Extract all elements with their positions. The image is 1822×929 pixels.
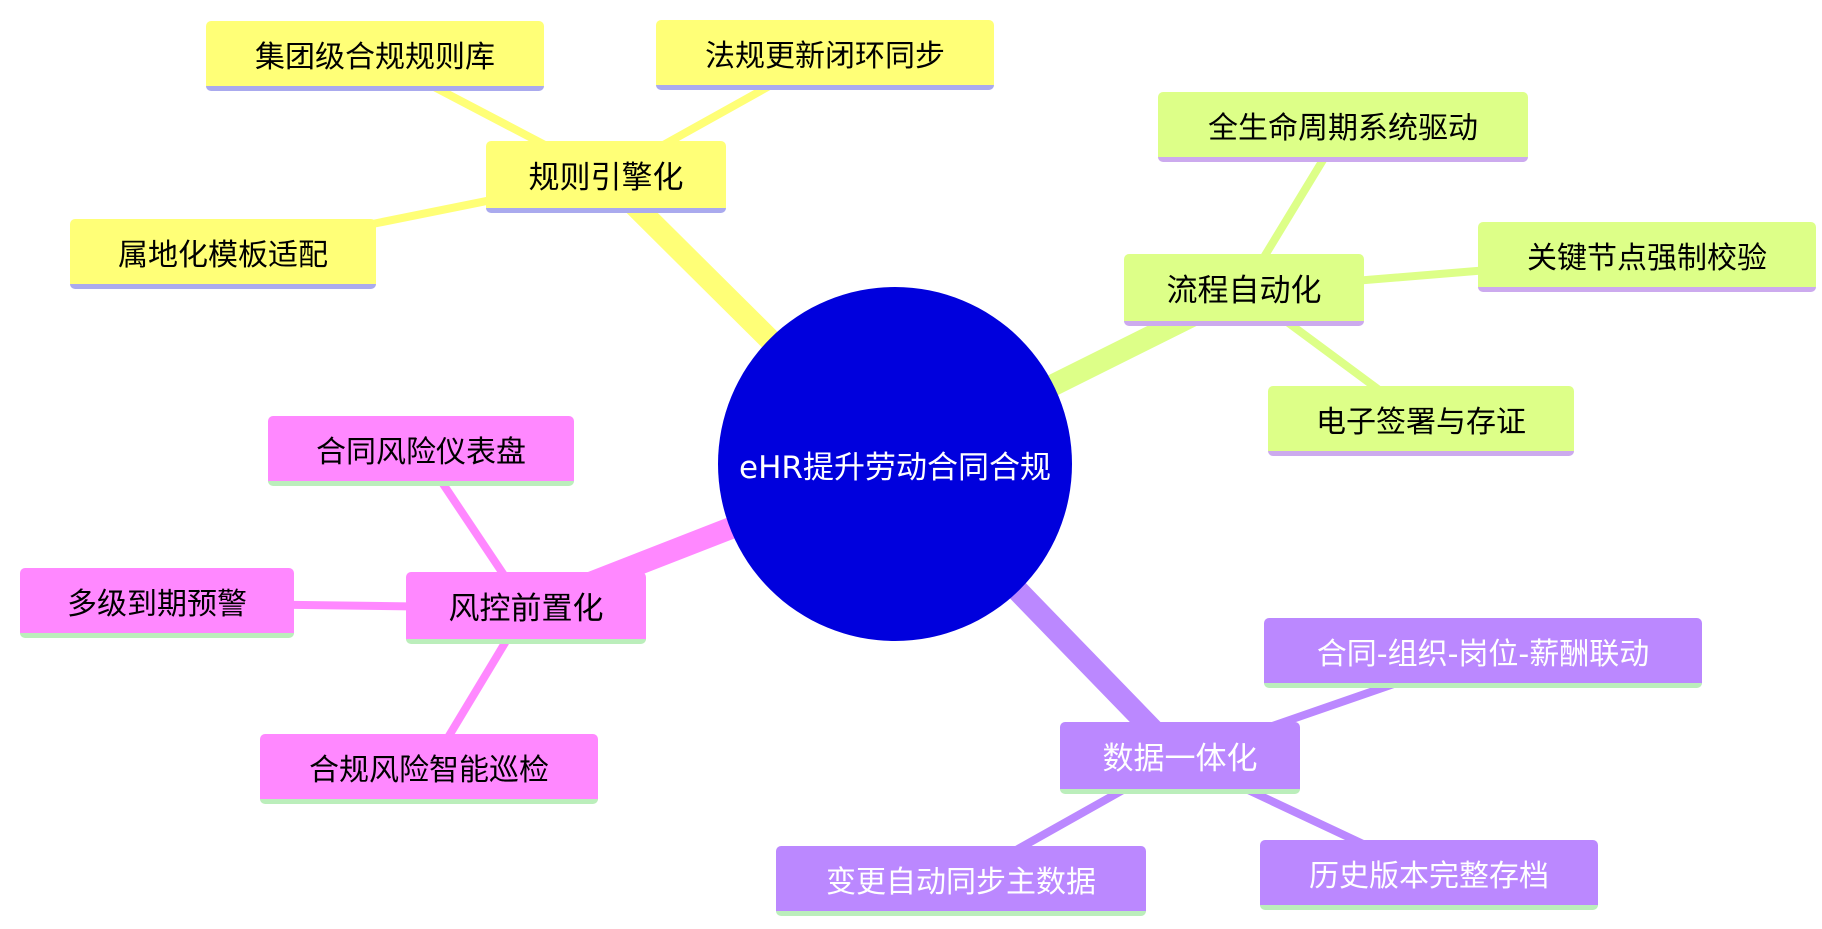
leaf-node-key-checkpoint: 关键节点强制校验 bbox=[1478, 222, 1816, 292]
leaf-node-version-archive: 历史版本完整存档 bbox=[1260, 840, 1598, 910]
leaf-node-esign-evidence: 电子签署与存证 bbox=[1268, 386, 1574, 456]
leaf-node-master-data-sync: 变更自动同步主数据 bbox=[776, 846, 1146, 916]
branch-node-risk: 风控前置化 bbox=[406, 572, 646, 644]
leaf-node-regulation-sync: 法规更新闭环同步 bbox=[656, 20, 994, 90]
center-node: eHR提升劳动合同合规 bbox=[718, 287, 1072, 641]
leaf-node-contract-linkage: 合同-组织-岗位-薪酬联动 bbox=[1264, 618, 1702, 688]
leaf-node-group-rule-library: 集团级合规规则库 bbox=[206, 21, 544, 91]
leaf-node-expiry-alert: 多级到期预警 bbox=[20, 568, 294, 638]
leaf-node-risk-dashboard: 合同风险仪表盘 bbox=[268, 416, 574, 486]
branch-node-data: 数据一体化 bbox=[1060, 722, 1300, 794]
leaf-node-local-template: 属地化模板适配 bbox=[70, 219, 376, 289]
leaf-node-lifecycle-driven: 全生命周期系统驱动 bbox=[1158, 92, 1528, 162]
branch-node-rules: 规则引擎化 bbox=[486, 141, 726, 213]
leaf-node-smart-inspection: 合规风险智能巡检 bbox=[260, 734, 598, 804]
branch-node-process: 流程自动化 bbox=[1124, 254, 1364, 326]
